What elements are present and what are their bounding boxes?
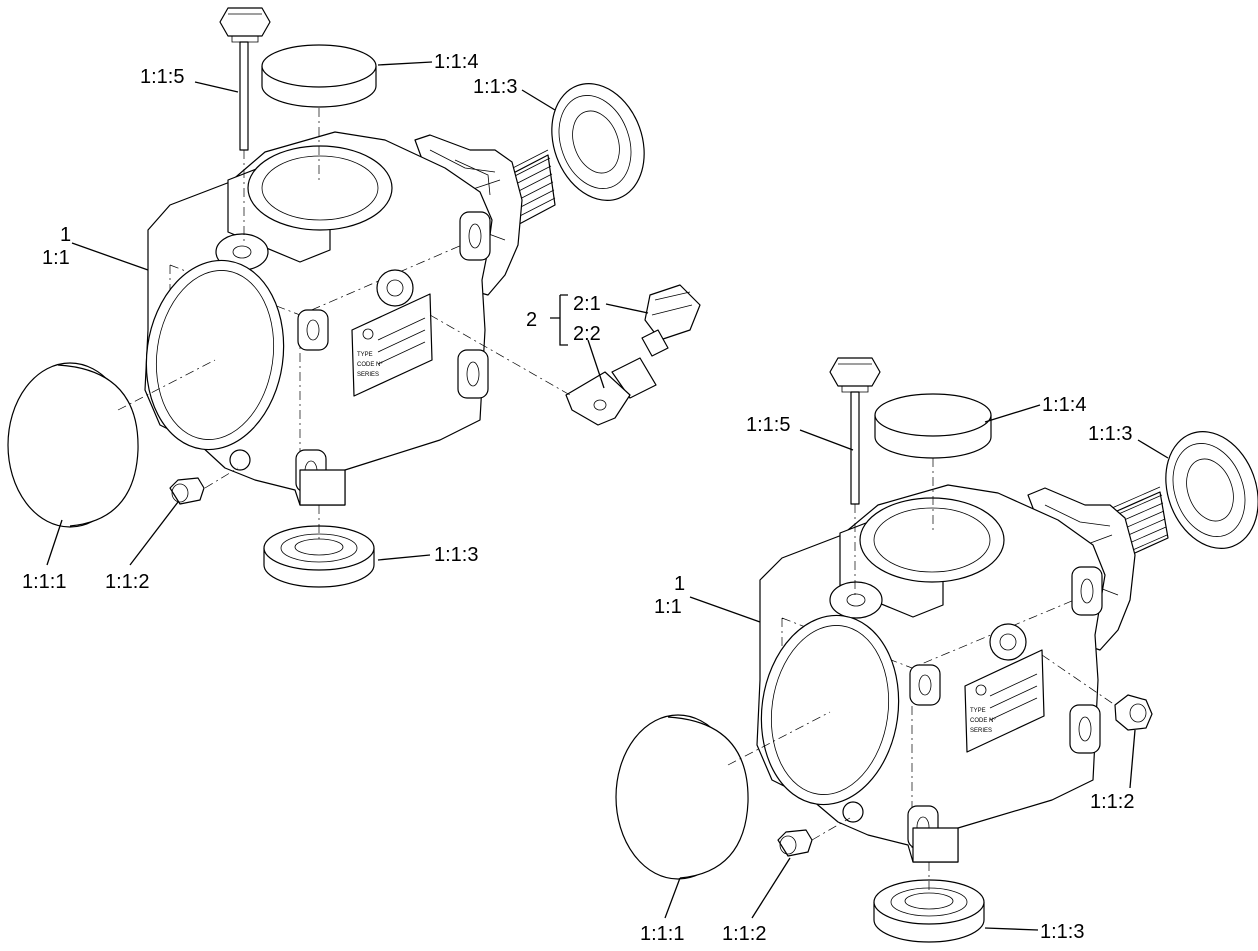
gearbox-b-bottom-seal <box>873 862 985 943</box>
gearbox-a-nameplate-code: CODE N° <box>357 362 383 368</box>
gearbox-a-nameplate-series: SERIES <box>357 372 379 378</box>
callout-b-cover-front: 1:1:1 <box>640 923 684 945</box>
callout-labels: 1:1:4 1:1:3 1:1:5 1 1:1 2 2:1 2:2 1:1:1 … <box>22 51 1134 945</box>
gearbox-b-front-bore <box>760 614 900 806</box>
callout-b-seal-bottom: 1:1:3 <box>1040 921 1084 943</box>
callout-b-vent-bolt: 1:1:5 <box>746 414 790 436</box>
callout-a-cover-top: 1:1:4 <box>434 51 478 73</box>
gearbox-b-leaders <box>664 404 1169 931</box>
callout-a-kit-2-2: 2:2 <box>573 323 601 345</box>
gearbox-a-nameplate-type: TYPE <box>357 352 373 358</box>
gearbox-a-bottom-seal <box>263 505 375 588</box>
gearbox-b-top-cover <box>874 393 992 530</box>
callout-b-assembly-1: 1 <box>674 573 685 595</box>
callout-a-kit-2-1: 2:1 <box>573 293 601 315</box>
gearbox-a-vent-bolt <box>219 7 271 245</box>
gearbox-a-plug <box>169 467 239 505</box>
callout-a-seal-side: 1:1:3 <box>473 76 517 98</box>
callout-a-vent-bolt: 1:1:5 <box>140 66 184 88</box>
gearbox-b: TYPE CODE N° SERIES <box>756 484 1169 863</box>
gearbox-b-vent-bolt <box>829 357 881 595</box>
callout-b-plug: 1:1:2 <box>722 923 766 945</box>
gearbox-b-nameplate: TYPE CODE N° SERIES <box>964 649 1045 753</box>
gearbox-a-front-bore <box>145 259 285 451</box>
gearbox-a-top-cover <box>261 44 377 180</box>
gearbox-a-side-seal <box>551 83 645 201</box>
gearbox-b-nameplate-type: TYPE <box>970 708 986 714</box>
gearbox-a: TYPE CODE N° SERIES <box>144 131 556 506</box>
callout-a-assembly-1: 1 <box>60 224 71 246</box>
gearbox-b-side-plug <box>1041 654 1153 731</box>
kit-a-elbow <box>429 314 657 426</box>
gearbox-b-nameplate-code: CODE N° <box>970 718 996 724</box>
callout-b-cover-top: 1:1:4 <box>1042 394 1086 416</box>
gearbox-b-front-cover <box>615 711 831 880</box>
gearbox-a-top-bore <box>247 145 393 231</box>
gearbox-a-leaders <box>46 61 649 566</box>
callout-a-seal-bottom: 1:1:3 <box>434 544 478 566</box>
gearbox-a-front-cover <box>7 359 216 528</box>
gearbox-b-nameplate-series: SERIES <box>970 728 992 734</box>
gearbox-b-side-seal <box>1165 431 1258 549</box>
gearbox-b-plug <box>777 817 851 857</box>
gearbox-b-top-bore <box>859 497 1005 583</box>
callout-a-assembly-1-1: 1:1 <box>42 247 70 269</box>
callout-a-plug: 1:1:2 <box>105 571 149 593</box>
callout-b-plug-side: 1:1:2 <box>1090 791 1134 813</box>
callout-a-kit: 2 <box>526 309 537 331</box>
callout-b-assembly-1-1: 1:1 <box>654 596 682 618</box>
kit-a-fitting-cap <box>641 284 701 357</box>
callout-a-cover-front: 1:1:1 <box>22 571 66 593</box>
gearbox-a-nameplate: TYPE CODE N° SERIES <box>351 293 433 397</box>
callout-b-seal-side: 1:1:3 <box>1088 423 1132 445</box>
